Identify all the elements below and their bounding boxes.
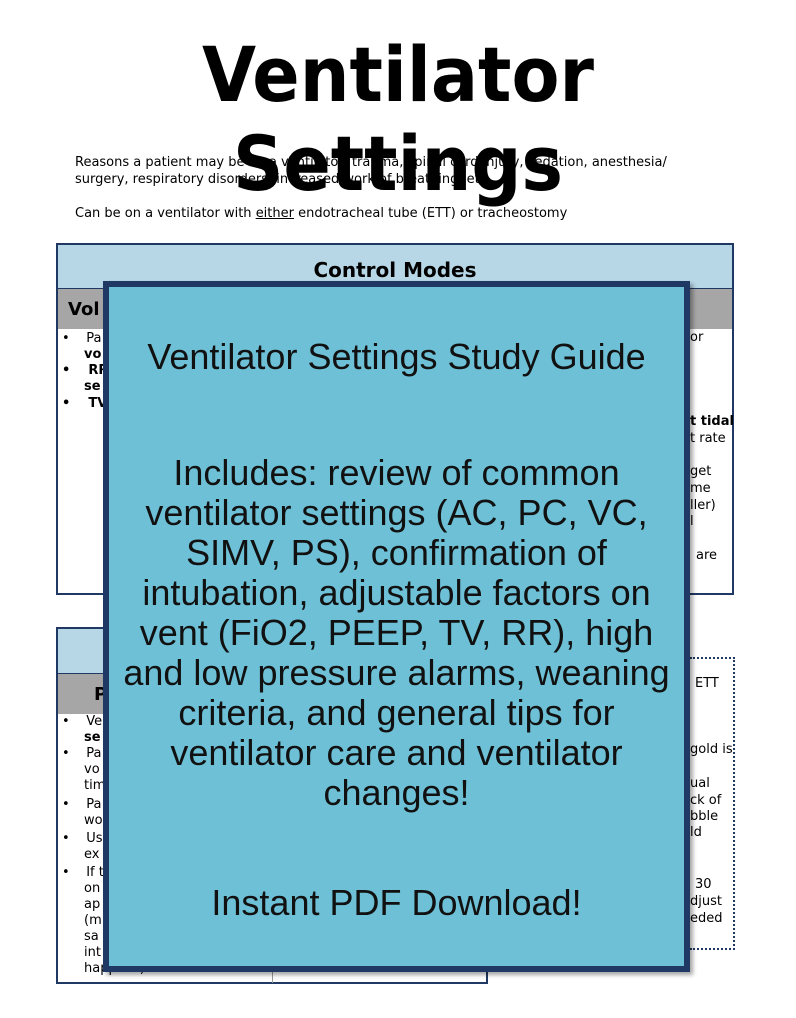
bullet-fragment: tim bbox=[84, 778, 106, 793]
intro2-prefix: Can be on a ventilator with bbox=[75, 206, 256, 221]
overlay-description: Includes: review of common ventilator se… bbox=[123, 452, 670, 813]
bullet-fragment: • If t bbox=[62, 865, 104, 880]
bullet-fragment: ex bbox=[84, 847, 100, 862]
text-fragment: or bbox=[690, 330, 704, 345]
text-fragment: ck of bbox=[690, 793, 722, 808]
bullet-fragment: wo bbox=[84, 813, 103, 828]
text-fragment: djust bbox=[690, 894, 722, 909]
intro-paragraph-2: Can be on a ventilator with either endot… bbox=[75, 205, 715, 222]
text-fragment: ld bbox=[690, 825, 702, 840]
download-call-to-action: Instant PDF Download! bbox=[211, 882, 582, 923]
text-fragment: t tidal bbox=[690, 414, 734, 429]
text-fragment: are bbox=[696, 548, 718, 563]
bullet-fragment: vo bbox=[84, 762, 100, 777]
bullet-fragment: ap bbox=[84, 897, 101, 912]
text-fragment: l bbox=[690, 514, 694, 529]
bullet-fragment: • TV bbox=[62, 396, 108, 411]
text-fragment: gold is bbox=[690, 742, 733, 757]
overlay-heading: Ventilator Settings Study Guide bbox=[147, 336, 646, 377]
bullet-fragment: • Pa bbox=[62, 797, 102, 812]
page-title: Ventilator Settings bbox=[202, 30, 594, 208]
text-fragment: get bbox=[690, 464, 712, 479]
intro-paragraph: Reasons a patient may be on a ventilator… bbox=[75, 155, 667, 187]
text-fragment: t rate bbox=[690, 431, 726, 446]
intro2-suffix: endotracheal tube (ETT) or tracheostomy bbox=[293, 206, 568, 221]
text-fragment: bble bbox=[690, 809, 719, 824]
bullet-fragment: vo bbox=[84, 347, 102, 362]
text-fragment: eded bbox=[690, 911, 723, 926]
text-fragment: me bbox=[690, 481, 711, 496]
text-fragment: 30 bbox=[695, 877, 712, 892]
bullet-fragment: • Pa bbox=[62, 746, 102, 761]
text-fragment: ETT bbox=[695, 676, 719, 691]
bullet-fragment: • Us bbox=[62, 831, 103, 846]
bullet-fragment: se bbox=[84, 730, 101, 745]
intro2-underlined: either bbox=[255, 206, 294, 221]
bullet-fragment: (m bbox=[84, 913, 102, 928]
bullet-fragment: • Pa bbox=[62, 331, 102, 346]
study-guide-overlay: Ventilator Settings Study Guide Includes… bbox=[103, 281, 690, 972]
dotted-tip-box bbox=[690, 657, 735, 950]
bullet-fragment: sa bbox=[84, 929, 99, 944]
bullet-fragment: • RR bbox=[62, 363, 109, 378]
bullet-fragment: int bbox=[84, 945, 101, 960]
bullet-fragment: • Ve bbox=[62, 714, 103, 729]
text-fragment: ller) bbox=[690, 498, 716, 513]
bullet-fragment: on bbox=[84, 881, 101, 896]
text-fragment: ual bbox=[690, 776, 710, 791]
bullet-fragment: se bbox=[84, 379, 101, 394]
